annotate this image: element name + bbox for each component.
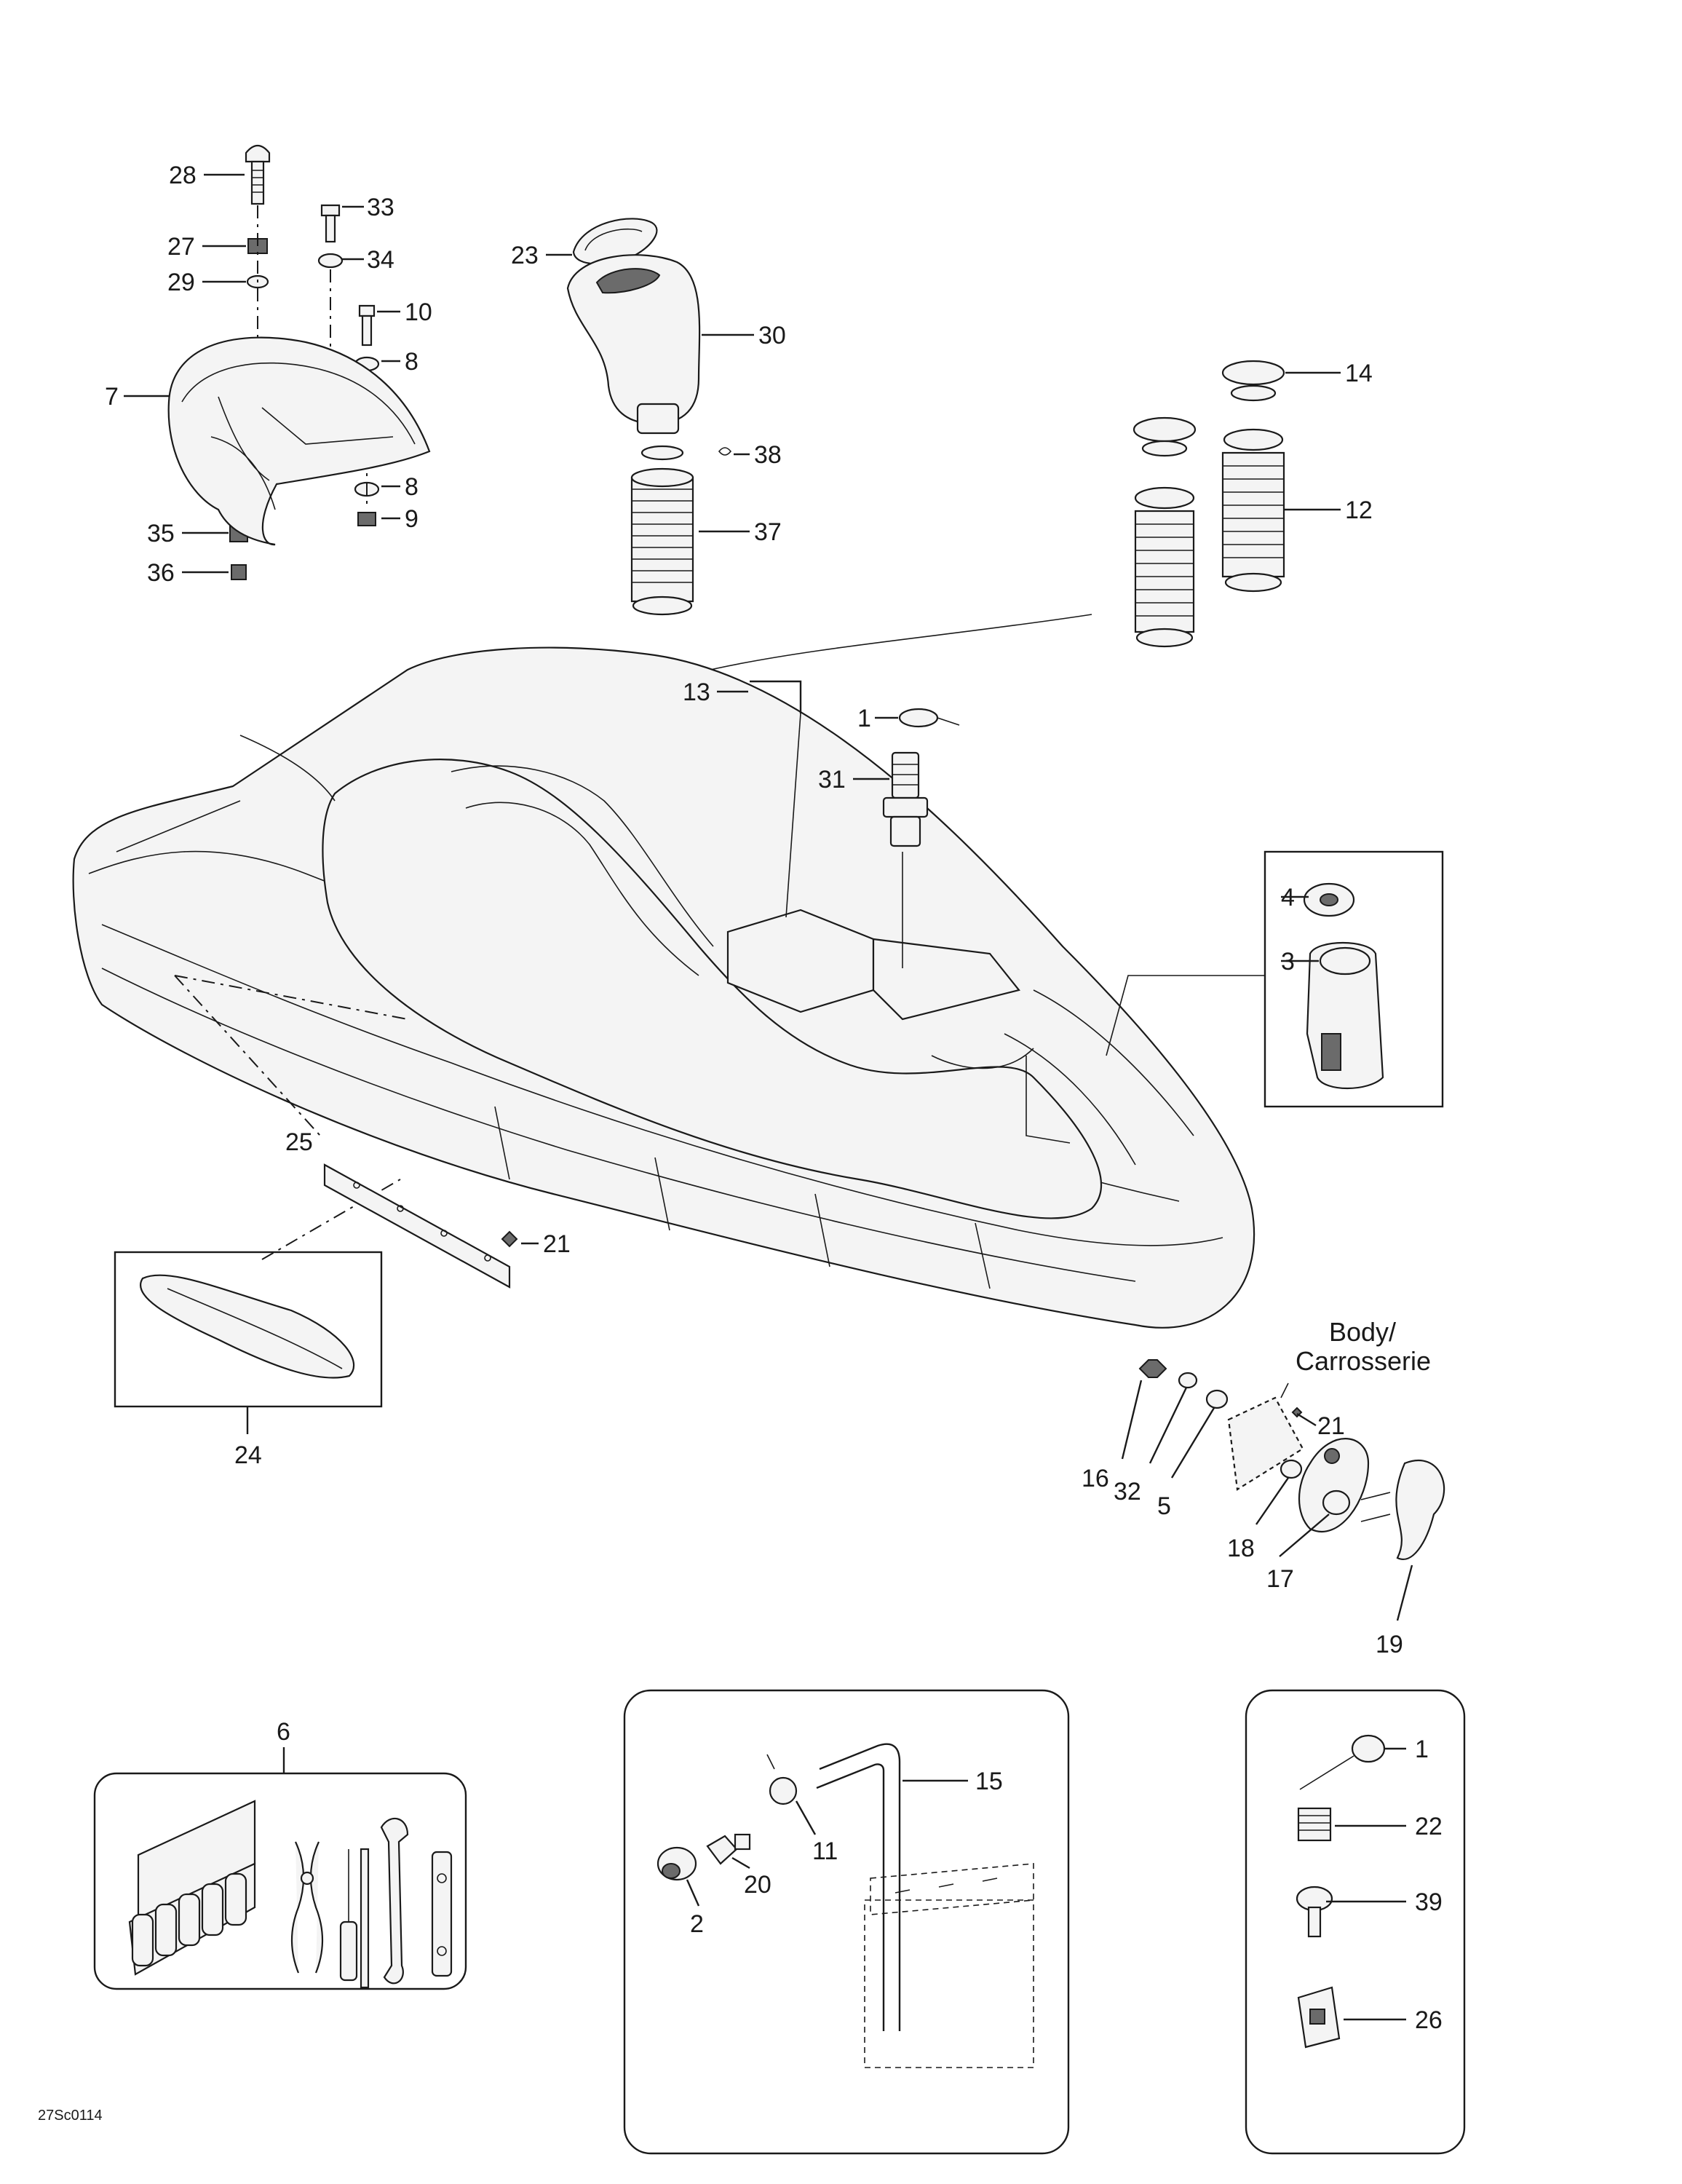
callout-38: 38 (754, 441, 782, 469)
callout-31: 31 (818, 766, 846, 794)
callout-4: 4 (1281, 884, 1295, 911)
grab-handle-assembly (167, 144, 431, 580)
battery-vent-box (623, 1689, 1070, 2155)
figure-code: 27Sc0114 (38, 2108, 103, 2124)
callout-26: 26 (1415, 2006, 1443, 2034)
callout-37: 37 (754, 518, 782, 546)
callout-19: 19 (1376, 1631, 1403, 1658)
callout-3: 3 (1281, 948, 1295, 976)
callout-39: 39 (1415, 1888, 1443, 1916)
gauge-box (1106, 850, 1444, 1108)
body-label-line2: Carrosserie (1296, 1346, 1431, 1376)
callout-17: 17 (1266, 1565, 1294, 1593)
callout-6: 6 (277, 1718, 290, 1746)
callout-15: 15 (975, 1768, 1003, 1795)
callout-8b: 8 (405, 473, 418, 501)
callout-21a: 21 (543, 1230, 571, 1258)
callout-23: 23 (511, 242, 539, 269)
callout-16: 16 (1082, 1465, 1109, 1492)
callout-34: 34 (367, 246, 394, 274)
callout-1a: 1 (857, 705, 871, 732)
callout-13: 13 (683, 678, 710, 706)
callout-1b: 1 (1415, 1736, 1429, 1763)
callout-20: 20 (744, 1871, 771, 1899)
callout-28: 28 (169, 162, 197, 189)
steering-cover-assembly (566, 218, 732, 616)
callout-18: 18 (1227, 1535, 1255, 1562)
callout-8a: 8 (405, 348, 418, 376)
callout-36: 36 (147, 559, 175, 587)
callout-labels: 28 33 27 34 29 10 8 7 8 9 35 36 23 30 38… (38, 162, 1443, 2124)
callout-9: 9 (405, 505, 418, 533)
callout-2: 2 (690, 1910, 704, 1938)
callout-25: 25 (285, 1128, 313, 1156)
leader-lines (124, 173, 1413, 2021)
callout-35: 35 (147, 520, 175, 547)
callout-5: 5 (1157, 1492, 1171, 1520)
bellows-pair (567, 360, 1285, 729)
callout-32: 32 (1114, 1478, 1141, 1506)
callout-12: 12 (1345, 496, 1373, 524)
callout-11: 11 (812, 1837, 838, 1865)
callout-22: 22 (1415, 1813, 1443, 1840)
callout-21b: 21 (1317, 1412, 1345, 1440)
body-hardware (1138, 1359, 1445, 1560)
body-label-line1: Body/ (1329, 1317, 1396, 1347)
fasteners-box (1245, 1689, 1466, 2155)
callout-33: 33 (367, 194, 394, 221)
sponson-box (114, 1251, 383, 1408)
callout-30: 30 (758, 322, 786, 349)
callout-14: 14 (1345, 360, 1373, 387)
callout-27: 27 (167, 233, 195, 261)
callout-29: 29 (167, 269, 195, 296)
callout-10: 10 (405, 298, 432, 326)
callout-7: 7 (105, 383, 119, 411)
hull-body (72, 646, 1255, 1329)
bracket-25 (323, 1163, 518, 1289)
callout-24: 24 (234, 1441, 262, 1469)
tool-kit-box (93, 1772, 467, 1990)
